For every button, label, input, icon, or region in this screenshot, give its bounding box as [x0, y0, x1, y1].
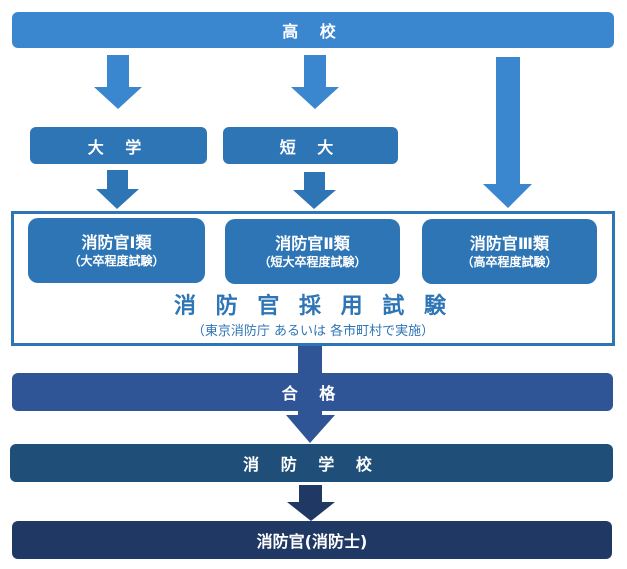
- exam-subtitle: （東京消防庁 あるいは 各市町村で実施）: [191, 324, 435, 339]
- node-junior-college: 短 大: [223, 127, 398, 164]
- node-fire-school: 消 防 学 校: [10, 444, 613, 482]
- arrow-down-shaft: [298, 346, 322, 376]
- node-high-school-label: 高 校: [282, 22, 344, 41]
- node-high-school: 高 校: [12, 12, 614, 48]
- arrow-down-icon: [94, 55, 142, 109]
- arrow-down-icon: [286, 411, 335, 443]
- exam-category-title: 消防官Ⅰ類: [81, 232, 152, 252]
- arrow-down-long-icon: [483, 57, 532, 208]
- exam-category-2: 消防官Ⅱ類 （短大卒程度試験）: [225, 219, 400, 284]
- node-junior-college-label: 短 大: [279, 137, 342, 157]
- node-university: 大 学: [30, 127, 207, 164]
- node-pass: 合 格: [12, 373, 613, 411]
- node-fire-school-label: 消 防 学 校: [243, 455, 380, 474]
- exam-category-subtitle: （大卒程度試験）: [68, 253, 165, 268]
- exam-category-title: 消防官Ⅲ類: [469, 233, 550, 253]
- arrow-down-icon: [96, 170, 139, 209]
- node-pass-label: 合 格: [281, 384, 344, 403]
- node-firefighter-label: 消防官(消防士): [256, 532, 368, 551]
- arrow-down-icon: [287, 485, 335, 521]
- exam-category-title: 消防官Ⅱ類: [275, 233, 350, 253]
- node-firefighter: 消防官(消防士): [12, 521, 612, 559]
- exam-category-1: 消防官Ⅰ類 （大卒程度試験）: [28, 218, 205, 283]
- arrow-down-icon: [293, 172, 336, 209]
- arrow-down-icon: [291, 55, 339, 109]
- exam-category-3: 消防官Ⅲ類 （高卒程度試験）: [422, 219, 597, 284]
- node-university-label: 大 学: [87, 137, 150, 157]
- exam-category-subtitle: （高卒程度試験）: [461, 254, 558, 269]
- exam-title: 消 防 官 採 用 試 験: [174, 294, 452, 319]
- exam-category-subtitle: （短大卒程度試験）: [258, 254, 367, 269]
